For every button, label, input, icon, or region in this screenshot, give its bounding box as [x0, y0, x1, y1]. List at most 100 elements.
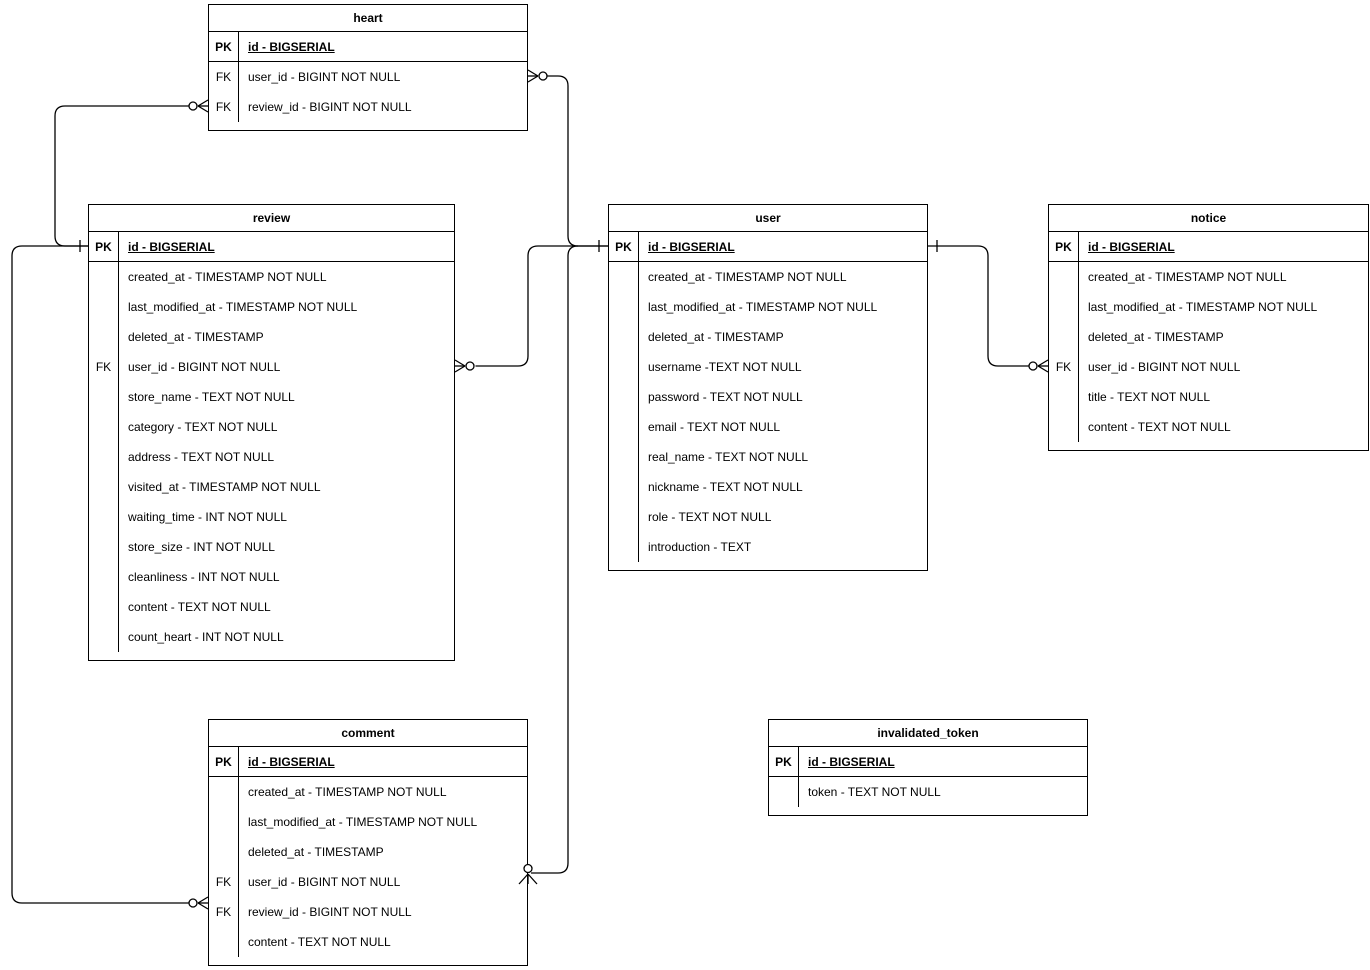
- crow-foot-many-optional-icon: [188, 99, 209, 113]
- field-text: content - TEXT NOT NULL: [128, 600, 271, 614]
- crow-foot-icon: [1037, 359, 1049, 367]
- crow-foot-icon: [197, 896, 209, 904]
- optional-circle-icon: [465, 361, 475, 371]
- table-row: created_at - TIMESTAMP NOT NULL: [209, 777, 527, 807]
- table-row: content - TEXT NOT NULL: [1049, 412, 1368, 442]
- table-row: deleted_at - TIMESTAMP: [209, 837, 527, 867]
- key-cell: [89, 562, 119, 592]
- table-title: heart: [209, 5, 527, 32]
- field-text: last_modified_at - TIMESTAMP NOT NULL: [1088, 300, 1318, 314]
- field-text: created_at - TIMESTAMP NOT NULL: [128, 270, 327, 284]
- key-cell: [609, 322, 639, 352]
- connector-heart-user_id-to-user[interactable]: [547, 75, 609, 247]
- crow-foot-icon: [454, 365, 466, 373]
- table-row: waiting_time - INT NOT NULL: [89, 502, 454, 532]
- optional-circle-icon: [523, 863, 533, 874]
- table-row: store_name - TEXT NOT NULL: [89, 382, 454, 412]
- optional-circle-icon: [188, 101, 198, 111]
- crow-foot-many-optional-icon: [1028, 359, 1049, 373]
- key-cell: [609, 262, 639, 292]
- key-cell: [1049, 292, 1079, 322]
- pk-badge: PK: [89, 232, 119, 261]
- table-row: content - TEXT NOT NULL: [89, 592, 454, 622]
- table-row: cleanliness - INT NOT NULL: [89, 562, 454, 592]
- table-fields: token - TEXT NOT NULL: [769, 777, 1087, 815]
- table-fields: created_at - TIMESTAMP NOT NULL last_modi…: [209, 777, 527, 965]
- table-row: created_at - TIMESTAMP NOT NULL: [1049, 262, 1368, 292]
- table-row: store_size - INT NOT NULL: [89, 532, 454, 562]
- optional-circle-icon: [188, 898, 198, 908]
- table-fields: created_at - TIMESTAMP NOT NULL last_modi…: [89, 262, 454, 660]
- field-text: username -TEXT NOT NULL: [648, 360, 802, 374]
- optional-circle-icon: [1028, 361, 1038, 371]
- field-text: user_id - BIGINT NOT NULL: [1088, 360, 1241, 374]
- table-title: review: [89, 205, 454, 232]
- key-cell: [1049, 322, 1079, 352]
- pk-field: id - BIGSERIAL: [248, 39, 335, 54]
- key-cell: [1049, 412, 1079, 442]
- table-row: title - TEXT NOT NULL: [1049, 382, 1368, 412]
- table-row: role - TEXT NOT NULL: [609, 502, 927, 532]
- field-text: created_at - TIMESTAMP NOT NULL: [648, 270, 847, 284]
- field-text: title - TEXT NOT NULL: [1088, 390, 1211, 404]
- field-text: cleanliness - INT NOT NULL: [128, 570, 280, 584]
- field-text: category - TEXT NOT NULL: [128, 420, 278, 434]
- field-text: address - TEXT NOT NULL: [128, 450, 275, 464]
- connector-user-id-to-notice[interactable]: [928, 245, 1031, 367]
- table-fields: created_at - TIMESTAMP NOT NULL last_modi…: [1049, 262, 1368, 450]
- key-cell: [89, 262, 119, 292]
- field-text: content - TEXT NOT NULL: [248, 935, 391, 949]
- pk-badge: PK: [609, 232, 639, 261]
- table-row: deleted_at - TIMESTAMP: [1049, 322, 1368, 352]
- table-title: comment: [209, 720, 527, 747]
- table-row: nickname - TEXT NOT NULL: [609, 472, 927, 502]
- connector-review-user_id-to-user[interactable]: [475, 245, 609, 367]
- fk-badge: FK: [1049, 352, 1079, 382]
- connector-comment-review_id-to-review[interactable]: [11, 245, 189, 904]
- crow-foot-icon: [454, 359, 466, 367]
- table-row: last_modified_at - TIMESTAMP NOT NULL: [89, 292, 454, 322]
- table-title: invalidated_token: [769, 720, 1087, 747]
- connector-comment-user_id-to-user[interactable]: [531, 245, 579, 874]
- table-row: last_modified_at - TIMESTAMP NOT NULL: [1049, 292, 1368, 322]
- table-row: token - TEXT NOT NULL: [769, 777, 1087, 807]
- key-cell: [209, 807, 239, 837]
- fk-badge: FK: [209, 867, 239, 897]
- table-row: created_at - TIMESTAMP NOT NULL: [89, 262, 454, 292]
- field-text: last_modified_at - TIMESTAMP NOT NULL: [248, 815, 478, 829]
- pk-field: id - BIGSERIAL: [1088, 239, 1175, 254]
- field-text: real_name - TEXT NOT NULL: [648, 450, 809, 464]
- fk-badge: FK: [209, 92, 239, 122]
- crow-foot-many-optional-icon: [518, 863, 538, 885]
- fk-badge: FK: [209, 62, 239, 92]
- table-row: username -TEXT NOT NULL: [609, 352, 927, 382]
- key-cell: [1049, 382, 1079, 412]
- crow-foot-icon: [197, 99, 209, 107]
- table-row: last_modified_at - TIMESTAMP NOT NULL: [209, 807, 527, 837]
- field-text: deleted_at - TIMESTAMP: [128, 330, 264, 344]
- table-row: deleted_at - TIMESTAMP: [89, 322, 454, 352]
- table-row: address - TEXT NOT NULL: [89, 442, 454, 472]
- field-text: email - TEXT NOT NULL: [648, 420, 781, 434]
- connector-heart-review_id-to-review[interactable]: [54, 105, 189, 247]
- key-cell: [609, 472, 639, 502]
- crow-foot-icon: [527, 75, 539, 83]
- pk-badge: PK: [209, 32, 239, 61]
- field-text: store_name - TEXT NOT NULL: [128, 390, 295, 404]
- key-cell: [609, 502, 639, 532]
- table-row: FK user_id - BIGINT NOT NULL: [1049, 352, 1368, 382]
- crow-foot-icon: [518, 873, 529, 885]
